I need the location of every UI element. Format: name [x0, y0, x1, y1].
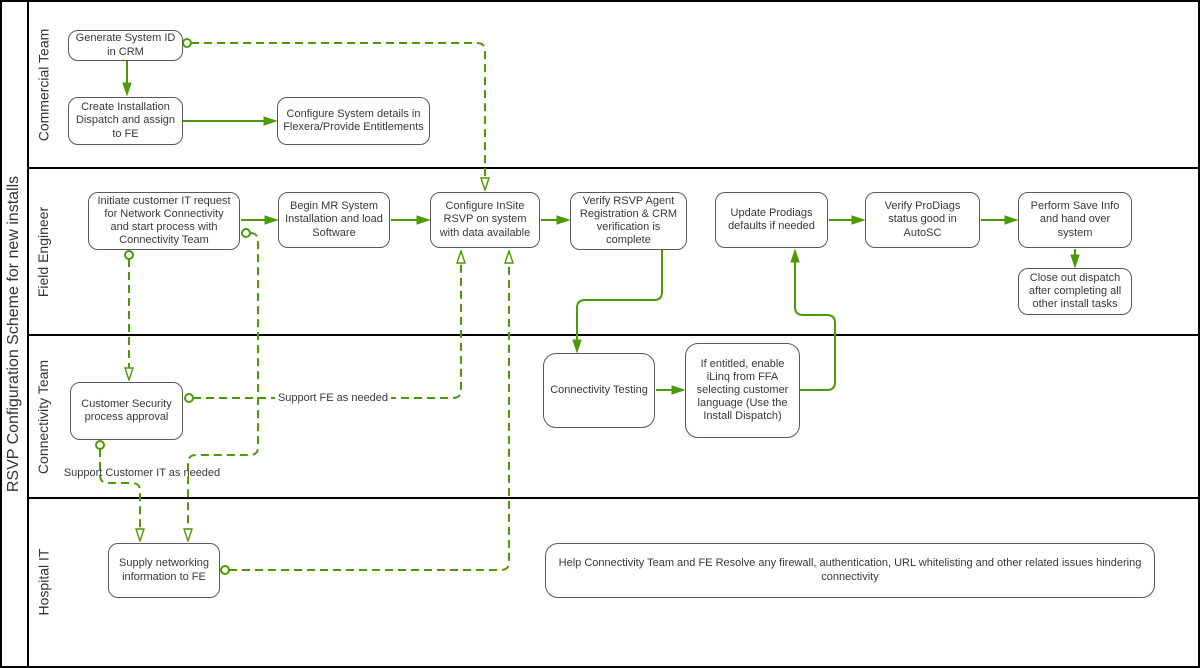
node-verify-rsvp-agent: Verify RSVP Agent Registration & CRM ver…: [570, 192, 687, 250]
node-help-connectivity: Help Connectivity Team and FE Resolve an…: [545, 543, 1155, 598]
lane-label-commercial: Commercial Team: [35, 28, 52, 141]
lane-label-connectivity: Connectivity Team: [35, 359, 52, 474]
lane-label-field-engineer: Field Engineer: [35, 206, 51, 297]
node-enable-ilinq: If entitled, enable iLinq from FFA selec…: [685, 343, 800, 438]
lane-label-cell-field-engineer: Field Engineer: [29, 169, 57, 334]
lane-label-hospital-it: Hospital IT: [35, 548, 52, 615]
lane-label-cell-connectivity: Connectivity Team: [29, 336, 57, 497]
pool-title-cell: RSVP Configuration Scheme for new instal…: [2, 2, 27, 666]
node-perform-save-info: Perform Save Info and hand over system: [1018, 192, 1132, 248]
node-supply-networking: Supply networking information to FE: [108, 543, 220, 598]
edge-label-support-customer-it: Support Customer IT as needed: [63, 467, 221, 479]
lane-separator-3: [29, 497, 1198, 499]
lane-separator-2: [29, 334, 1198, 336]
lane-separator-1: [29, 167, 1198, 169]
pool-title-separator: [27, 2, 29, 666]
node-verify-prodiags: Verify ProDiags status good in AutoSC: [865, 192, 980, 248]
edge-label-support-fe: Support FE as needed: [274, 392, 392, 404]
node-create-dispatch: Create Installation Dispatch and assign …: [68, 97, 183, 145]
lane-label-cell-commercial: Commercial Team: [29, 2, 57, 167]
node-configure-insite: Configure InSite RSVP on system with dat…: [430, 192, 540, 248]
node-begin-mr-install: Begin MR System Installation and load So…: [278, 192, 390, 248]
node-configure-flexera: Configure System details in Flexera/Prov…: [277, 97, 430, 145]
node-update-prodiags: Update Prodiags defaults if needed: [715, 192, 828, 248]
node-close-out-dispatch: Close out dispatch after completing all …: [1018, 268, 1132, 315]
node-connectivity-testing: Connectivity Testing: [543, 353, 655, 428]
node-initiate-it-request: Initiate customer IT request for Network…: [88, 192, 240, 250]
node-customer-security: Customer Security process approval: [70, 382, 183, 440]
pool-title: RSVP Configuration Scheme for new instal…: [5, 175, 23, 493]
node-generate-system-id: Generate System ID in CRM: [68, 30, 183, 61]
lane-label-cell-hospital-it: Hospital IT: [29, 499, 57, 664]
